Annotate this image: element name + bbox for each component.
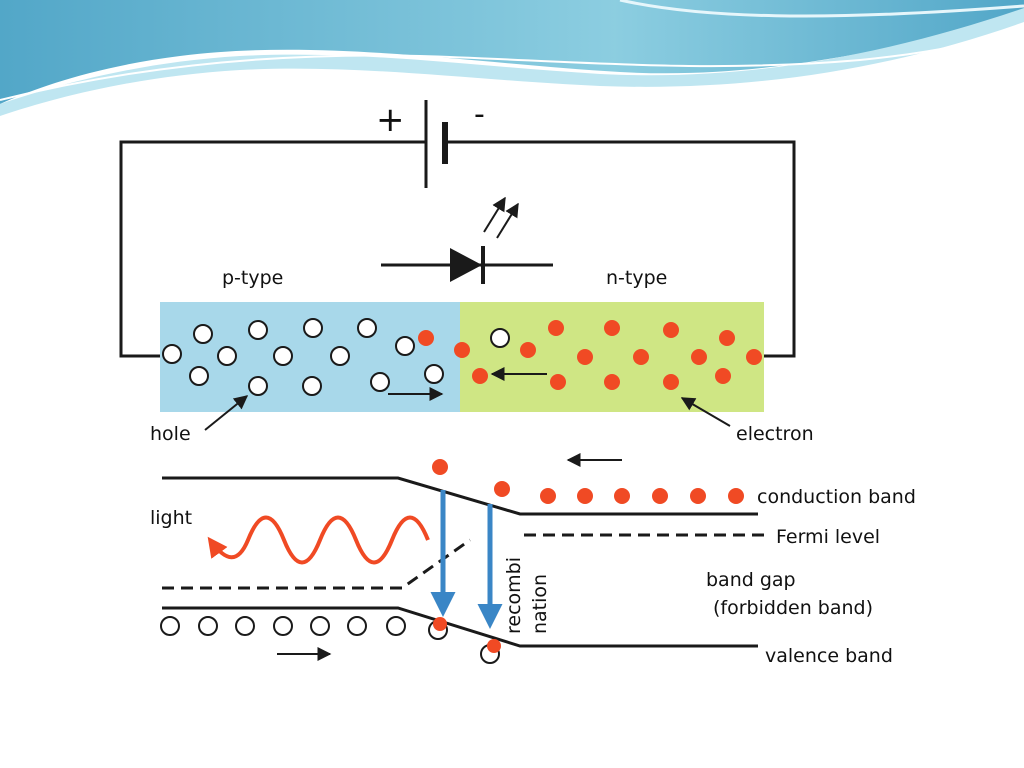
n-type-label: n-type [606,267,667,289]
recombination-label-part2: nation [529,574,551,634]
led-diode-symbol [381,196,553,284]
circuit-wire [119,140,425,358]
light-label: light [150,507,192,529]
hole-pointer-arrow [204,395,249,431]
circuit-wire-right [445,140,796,358]
forbidden-band-label: (forbidden band) [713,597,873,619]
conduction-band-electrons [432,459,744,504]
electron-label: electron [736,423,814,445]
battery-minus-sign: - [474,97,485,132]
valence-band-holes [160,616,500,664]
conduction-band-line [162,476,758,516]
n-type-region [460,302,764,412]
hole-label: hole [150,423,191,445]
valence-band-line [162,606,758,648]
conduction-band-label: conduction band [757,486,916,508]
electrons-n-region [418,320,762,390]
light-wave [207,515,430,565]
battery-plus-sign: + [376,100,405,140]
recombination-label-part1: recombi [503,557,525,634]
electron-pointer-arrow [680,397,731,427]
band-gap-label: band gap [706,569,796,591]
battery-symbol [424,100,448,188]
header-wave [0,0,1024,116]
valence-band-label: valence band [765,645,893,667]
p-type-label: p-type [222,267,283,289]
holes-p-region [162,318,510,396]
fermi-level-slope [162,538,471,590]
recombined-electrons [433,617,501,653]
fermi-level-label: Fermi level [776,526,880,548]
